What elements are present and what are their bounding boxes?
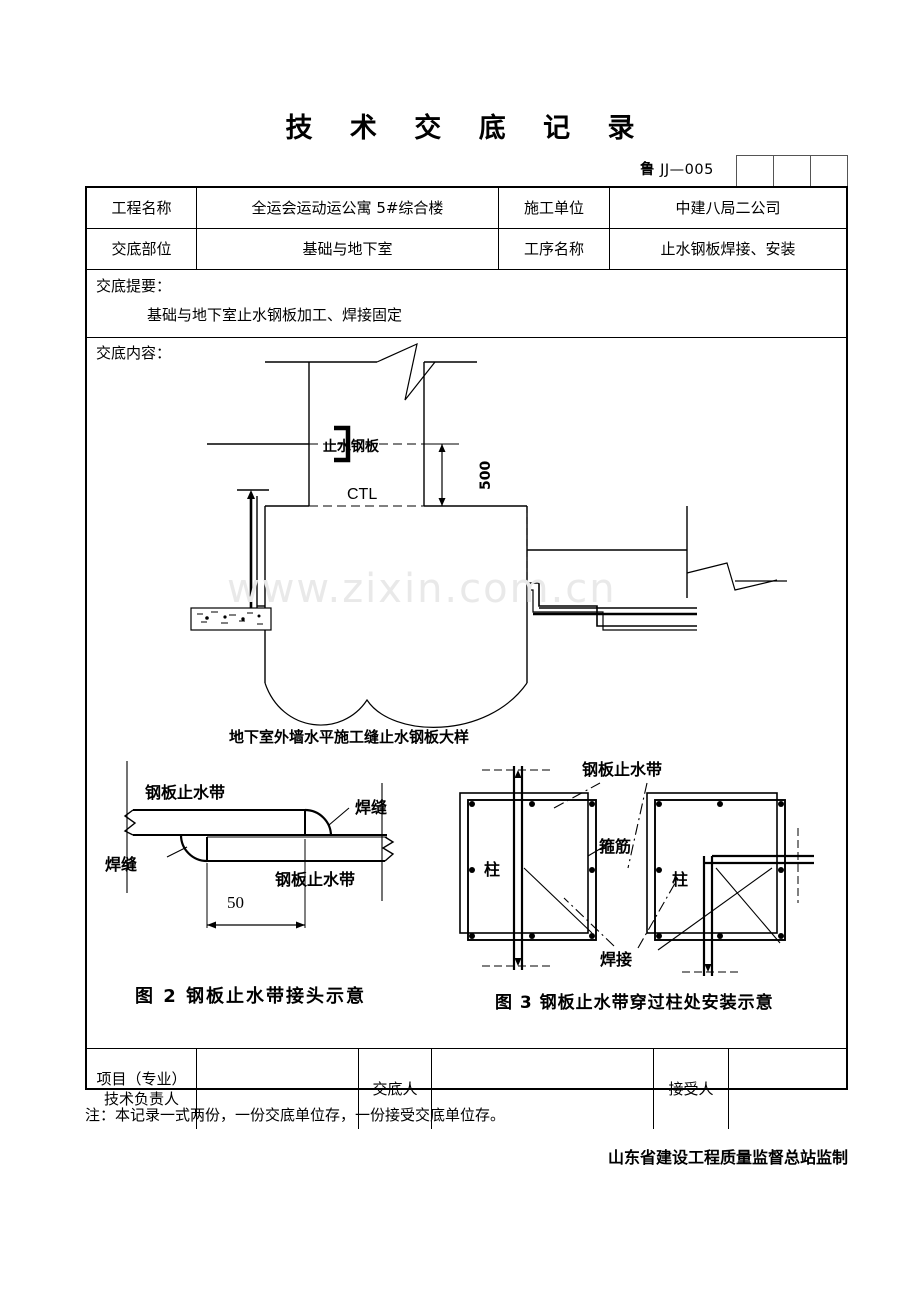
column-label-left: 柱 [484, 860, 501, 879]
summary-value[interactable]: 基础与地下室止水钢板加工、焊接固定 [147, 306, 403, 324]
value-presenter[interactable] [432, 1049, 654, 1129]
dimension-500-label: 500 [478, 460, 494, 490]
label-tech-lead-line1: 项目（专业） [96, 1069, 187, 1088]
dimension-50-label: 50 [227, 893, 244, 912]
value-process-name[interactable]: 止水钢板焊接、安装 [610, 229, 846, 270]
column-label-right: 柱 [672, 870, 689, 889]
value-project-name[interactable]: 全运会运动运公寓 5#综合楼 [197, 188, 499, 229]
stirrup-label: 箍筋 [599, 837, 632, 856]
note-text: 注：本记录一式两份，一份交底单位存，一份接受交底单位存。 [85, 1106, 506, 1124]
steel-waterstop-label-top: 钢板止水带 [145, 783, 226, 802]
figure-2-svg [123, 761, 395, 929]
code-box-3[interactable] [810, 155, 848, 187]
table-row: 交底部位 基础与地下室 工序名称 止水钢板焊接、安装 [87, 229, 846, 270]
issuer-text: 山东省建设工程质量监督总站监制 [607, 1148, 848, 1167]
drawing-area: www.zixin.com.cn [87, 338, 848, 1047]
label-presenter: 交底人 [359, 1049, 432, 1129]
form-number-prefix: 鲁 [640, 162, 655, 178]
figure-main-svg [190, 342, 787, 728]
label-disclosure-part: 交底部位 [87, 229, 197, 270]
code-boxes [736, 155, 848, 187]
label-tech-lead: 项目（专业） 技术负责人 [87, 1049, 197, 1129]
figure-2-caption: 图 2 钢板止水带接头示意 [135, 986, 367, 1007]
signature-row: 项目（专业） 技术负责人 交底人 接受人 [87, 1049, 846, 1129]
summary-section: 交底提要： 基础与地下室止水钢板加工、焊接固定 [87, 270, 846, 338]
record-table: 工程名称 全运会运动运公寓 5#综合楼 施工单位 中建八局二公司 交底部位 基础… [85, 186, 848, 1129]
weld-seam-label-right: 焊缝 [355, 798, 388, 817]
welding-label: 焊接 [600, 950, 633, 969]
waterstop-plate-label: 止水钢板 [323, 439, 379, 455]
value-disclosure-part[interactable]: 基础与地下室 [197, 229, 499, 270]
label-process-name: 工序名称 [499, 229, 610, 270]
form-number: 鲁 JJ—005 [640, 158, 714, 179]
steel-waterstop-label-fig3: 钢板止水带 [582, 760, 663, 779]
steel-waterstop-label-bottom: 钢板止水带 [275, 870, 356, 889]
summary-label: 交底提要： [96, 277, 172, 295]
table-row: 工程名称 全运会运动运公寓 5#综合楼 施工单位 中建八局二公司 [87, 188, 846, 229]
label-receiver: 接受人 [654, 1049, 729, 1129]
content-label: 交底内容： [96, 344, 172, 362]
value-tech-lead[interactable] [197, 1049, 359, 1129]
figure-3-caption: 图 3 钢板止水带穿过柱处安装示意 [495, 993, 774, 1013]
page-title: 技 术 交 底 记 录 [285, 113, 649, 144]
figure-3-svg [459, 766, 814, 976]
label-construction-unit: 施工单位 [499, 188, 610, 229]
label-project-name: 工程名称 [87, 188, 197, 229]
weld-seam-label-left: 焊缝 [105, 855, 138, 874]
form-number-code: JJ—005 [660, 162, 714, 178]
figure-main-caption: 地下室外墙水平施工缝止水钢板大样 [229, 728, 470, 746]
label-tech-lead-line2: 技术负责人 [103, 1090, 179, 1108]
content-section: 交底内容： www.zixin.com.cn [87, 338, 846, 1049]
code-box-1[interactable] [736, 155, 774, 187]
code-box-2[interactable] [773, 155, 811, 187]
ctl-label: CTL [347, 486, 378, 503]
value-receiver[interactable] [729, 1049, 846, 1129]
value-construction-unit[interactable]: 中建八局二公司 [610, 188, 846, 229]
